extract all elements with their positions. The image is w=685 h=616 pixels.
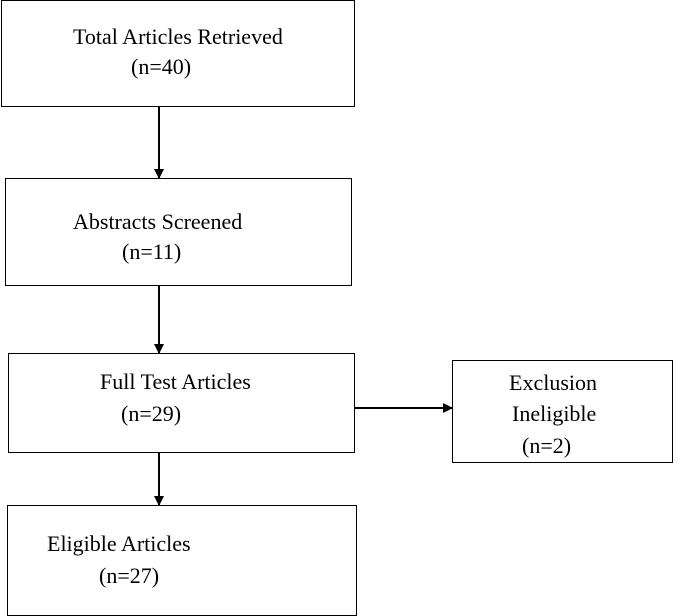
abstracts-screened-box xyxy=(5,178,352,286)
exclusion-count: (n=2) xyxy=(522,433,572,458)
total-articles-count: (n=40) xyxy=(131,54,192,79)
full-text-articles-box xyxy=(8,353,355,453)
eligible-articles-title: Eligible Articles xyxy=(47,531,191,556)
total-articles-title: Total Articles Retrieved xyxy=(73,24,283,49)
total-articles-box xyxy=(1,0,355,107)
full-text-articles-count: (n=29) xyxy=(121,401,182,426)
exclusion-title-line2: Ineligible xyxy=(512,401,597,426)
full-text-articles-title: Full Test Articles xyxy=(100,369,251,394)
abstracts-screened-title: Abstracts Screened xyxy=(73,209,243,234)
exclusion-title-line1: Exclusion xyxy=(509,370,597,395)
eligible-articles-count: (n=27) xyxy=(99,563,160,588)
abstracts-screened-count: (n=11) xyxy=(122,239,182,264)
eligible-articles-box xyxy=(7,505,357,616)
exclusion-box xyxy=(452,360,673,463)
